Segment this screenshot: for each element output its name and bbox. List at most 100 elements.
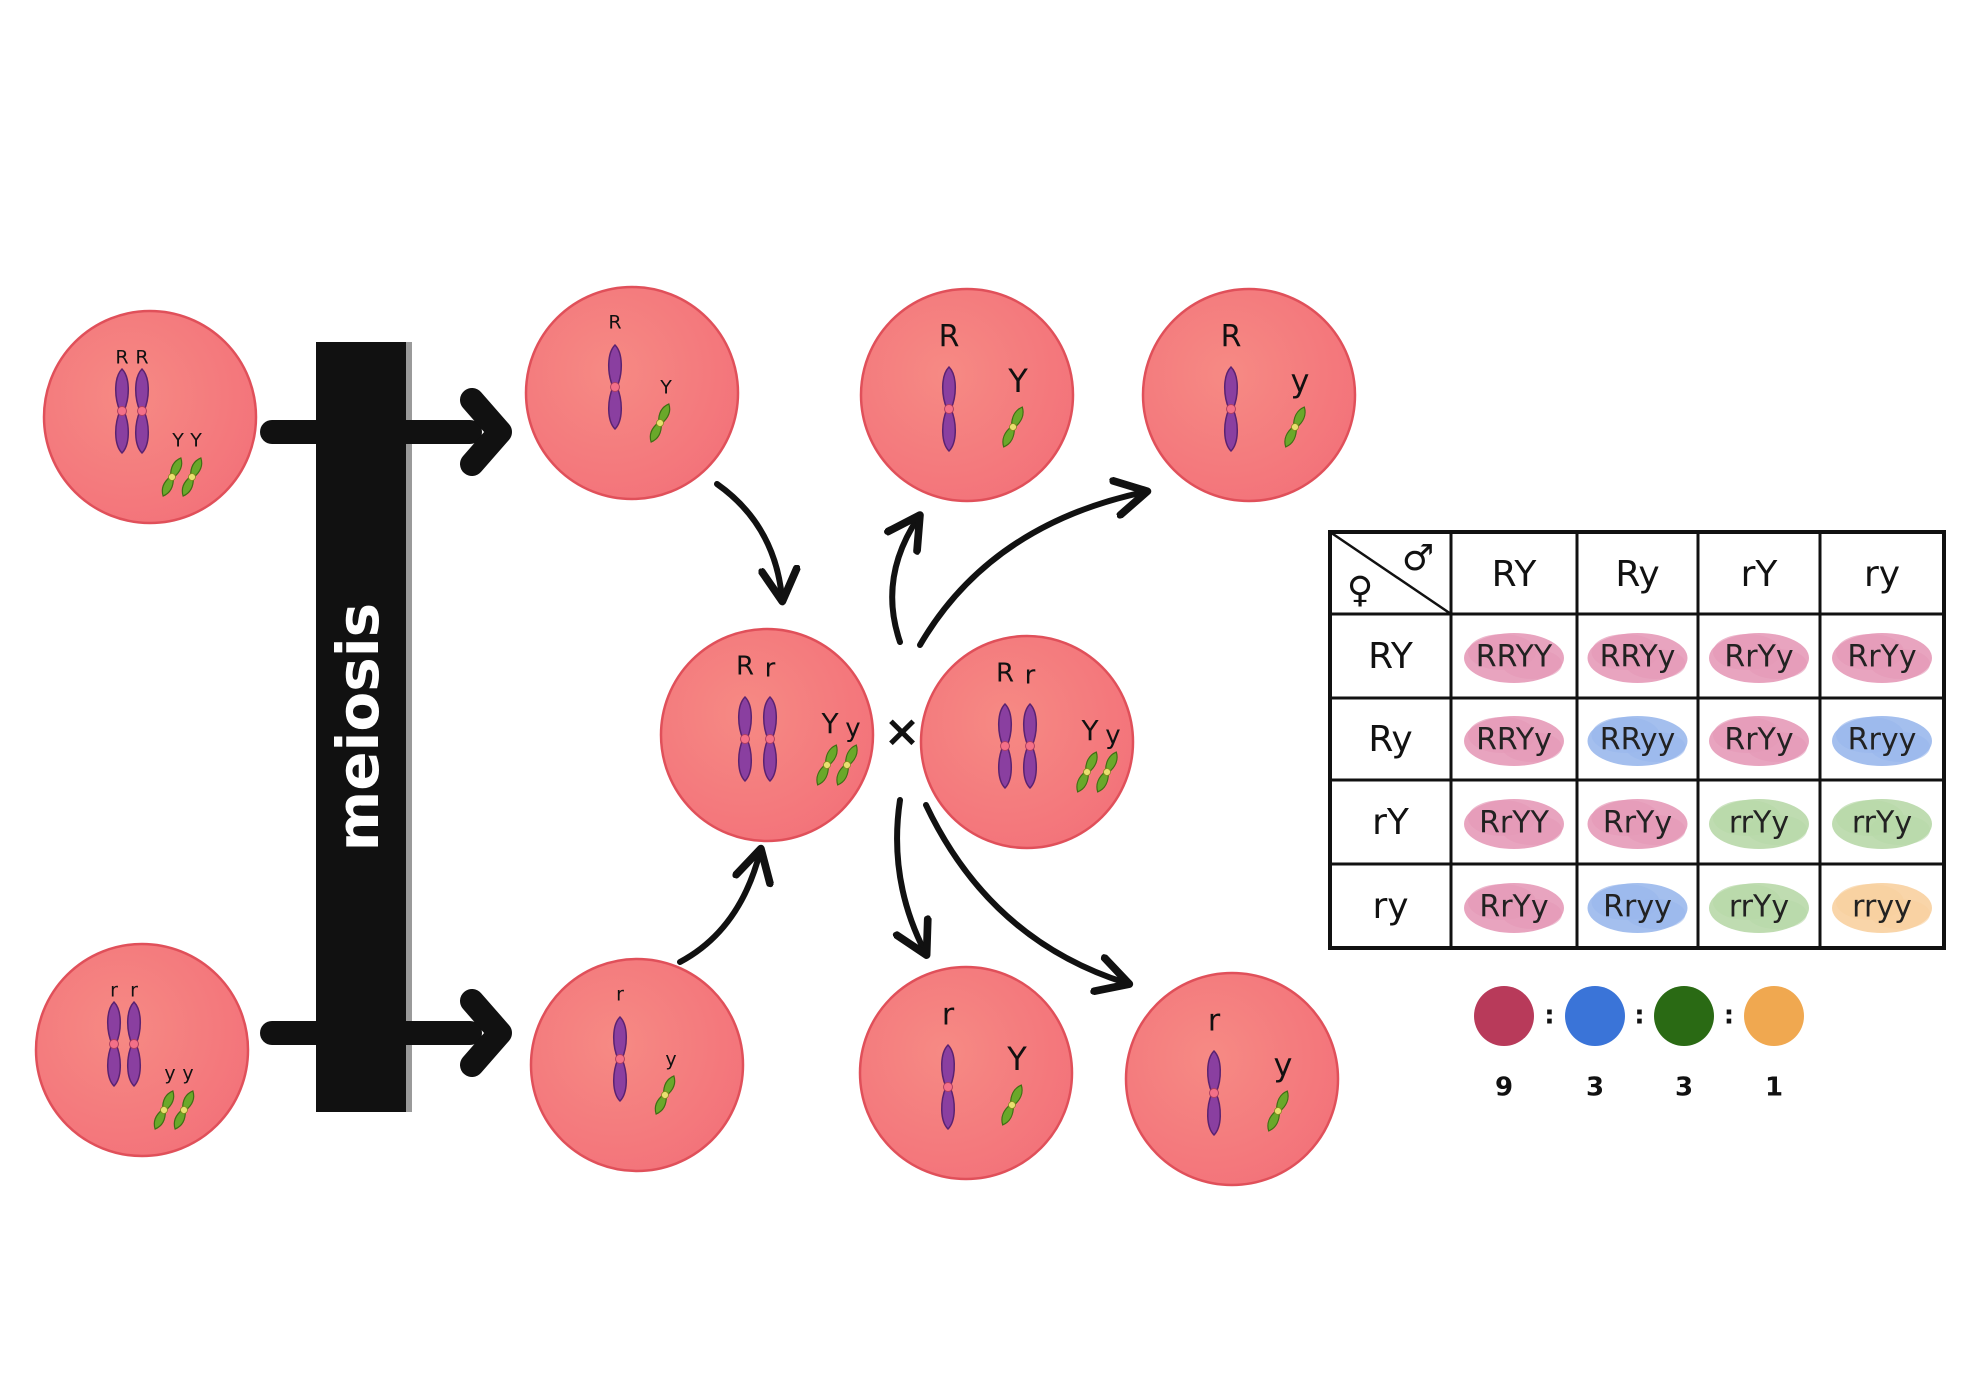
chromosome-large — [115, 367, 129, 455]
chromosome-large — [941, 1043, 955, 1131]
punnett-cell: RRYY — [1464, 633, 1564, 683]
punnett-genotype: RRYY — [1476, 640, 1553, 675]
punnett-genotype: RrYy — [1724, 723, 1793, 758]
chromosome-small — [173, 1090, 195, 1130]
punnett-cell: rryy — [1832, 883, 1932, 933]
ratio-value: 9 — [1495, 1073, 1513, 1103]
allele-label: y — [665, 1049, 676, 1071]
punnett-genotype: RRYy — [1476, 723, 1552, 758]
punnett-cell: RrYY — [1464, 799, 1564, 849]
chromosome-small — [816, 744, 838, 786]
ratio-value: 3 — [1586, 1073, 1604, 1103]
punnett-genotype: Rryy — [1603, 890, 1672, 925]
punnett-genotype: rryy — [1852, 890, 1912, 925]
punnett-cell: Rryy — [1832, 716, 1932, 766]
chromosome-large — [1207, 1049, 1221, 1137]
punnett-cell: RrYy — [1587, 799, 1688, 849]
allele-label: y — [1291, 362, 1310, 400]
punnett-genotype: RrYY — [1479, 806, 1550, 841]
meiosis-arrows — [260, 388, 512, 1077]
punnett-genotype: RrYy — [1847, 640, 1916, 675]
allele-label: R — [996, 659, 1014, 689]
ratio-item: 3 — [1565, 986, 1625, 1103]
ratio-swatch — [1474, 986, 1534, 1046]
allele-label: Y — [1007, 362, 1028, 400]
allele-label: y — [1105, 721, 1120, 751]
punnett-cell: rrYy — [1832, 799, 1932, 849]
cross-arrows — [677, 481, 1144, 983]
punnett-cell: rrYy — [1709, 799, 1809, 849]
allele-label: Y — [820, 707, 839, 740]
punnett-row-header: Ry — [1368, 719, 1412, 760]
ratio-swatch — [1654, 986, 1714, 1046]
allele-label: Y — [171, 430, 184, 452]
cell-gamete-rY: rY — [858, 965, 1074, 1181]
chromosome-large — [107, 1000, 121, 1088]
allele-label: R — [135, 347, 148, 369]
punnett-genotype: RRyy — [1600, 723, 1676, 758]
allele-label: R — [115, 347, 128, 369]
chromosome-small — [649, 403, 671, 443]
punnett-genotype: rrYy — [1729, 890, 1789, 925]
punnett-row-header: RY — [1368, 636, 1414, 677]
chromosome-small — [1096, 751, 1118, 793]
chromosome-small — [1267, 1090, 1289, 1132]
chromosome-small — [1001, 1084, 1023, 1126]
chromosome-small — [181, 457, 203, 497]
allele-label: y — [1274, 1046, 1293, 1084]
chromosome-large — [1023, 702, 1037, 790]
punnett-cell: RrYy — [1709, 633, 1809, 683]
punnett-cell: rrYy — [1709, 883, 1809, 933]
allele-label: r — [130, 980, 138, 1002]
punnett-cell: RrYy — [1464, 883, 1564, 933]
chromosome-large — [942, 365, 956, 453]
ratio-value: 3 — [1675, 1073, 1693, 1103]
cell-gamete-bottom: ry — [529, 957, 745, 1173]
cell-gamete-ry: ry — [1124, 971, 1340, 1187]
allele-label: r — [616, 984, 624, 1006]
arrow-to-Ry — [917, 492, 1144, 648]
allele-label: R — [939, 320, 960, 355]
chromosome-large — [608, 343, 622, 431]
allele-label: r — [1025, 661, 1036, 691]
allele-label: r — [765, 654, 776, 684]
ratio-value: 1 — [1765, 1073, 1783, 1103]
arrow-gamete-top-to-f1 — [714, 481, 782, 598]
punnett-cell: RrYy — [1709, 716, 1809, 766]
punnett-genotype: RrYy — [1724, 640, 1793, 675]
punnett-genotype: rrYy — [1852, 806, 1912, 841]
allele-label: R — [1221, 320, 1242, 355]
allele-label: r — [110, 980, 118, 1002]
arrow-to-ry — [923, 802, 1126, 983]
allele-label: y — [164, 1063, 175, 1085]
meiosis-bar: meiosis — [316, 342, 412, 1112]
chromosome-small — [1284, 406, 1306, 448]
punnett-genotype: rrYy — [1729, 806, 1789, 841]
female-symbol: ♀ — [1347, 570, 1373, 611]
chromosome-large — [738, 695, 752, 783]
allele-label: Y — [659, 377, 672, 399]
allele-label: y — [182, 1063, 193, 1085]
allele-label: r — [942, 998, 955, 1033]
punnett-cell: RrYy — [1832, 633, 1932, 683]
chromosome-small — [161, 457, 183, 497]
chromosome-large — [1224, 365, 1238, 453]
punnett-cell: RRYy — [1464, 716, 1564, 766]
allele-label: r — [1208, 1004, 1221, 1039]
punnett-genotype: RrYy — [1479, 890, 1548, 925]
chromosome-small — [1002, 406, 1024, 448]
phenotype-ratio: 9:3:3:1 — [1474, 986, 1804, 1103]
cross-symbol: × — [884, 706, 921, 757]
ratio-separator: : — [1724, 1001, 1734, 1031]
punnett-cell: RRyy — [1587, 716, 1688, 766]
chromosome-large — [135, 367, 149, 455]
punnett-cell: RRYy — [1587, 633, 1688, 683]
ratio-separator: : — [1544, 1001, 1554, 1031]
allele-label: R — [736, 652, 754, 682]
allele-label: y — [845, 714, 860, 744]
